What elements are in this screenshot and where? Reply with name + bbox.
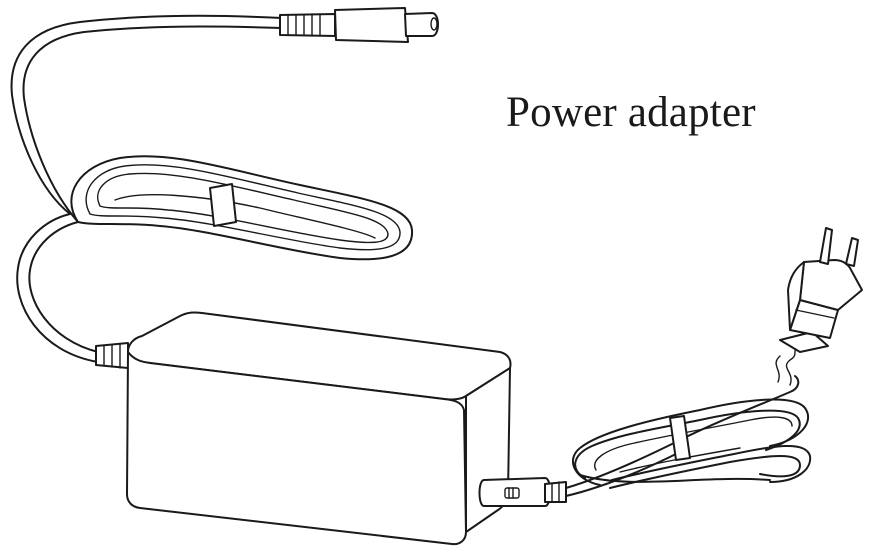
ac-cable-connector: [478, 477, 567, 507]
ac-wall-plug: [775, 227, 863, 386]
diagram-title: Power adapter: [506, 89, 756, 136]
dc-barrel-plug: [279, 7, 439, 43]
dc-strain-relief: [95, 342, 129, 369]
dc-cable-coil: [70, 155, 414, 261]
dc-output-cable: [10, 14, 283, 363]
adapter-brick: [126, 311, 512, 546]
ac-cable-coil: [565, 375, 812, 497]
